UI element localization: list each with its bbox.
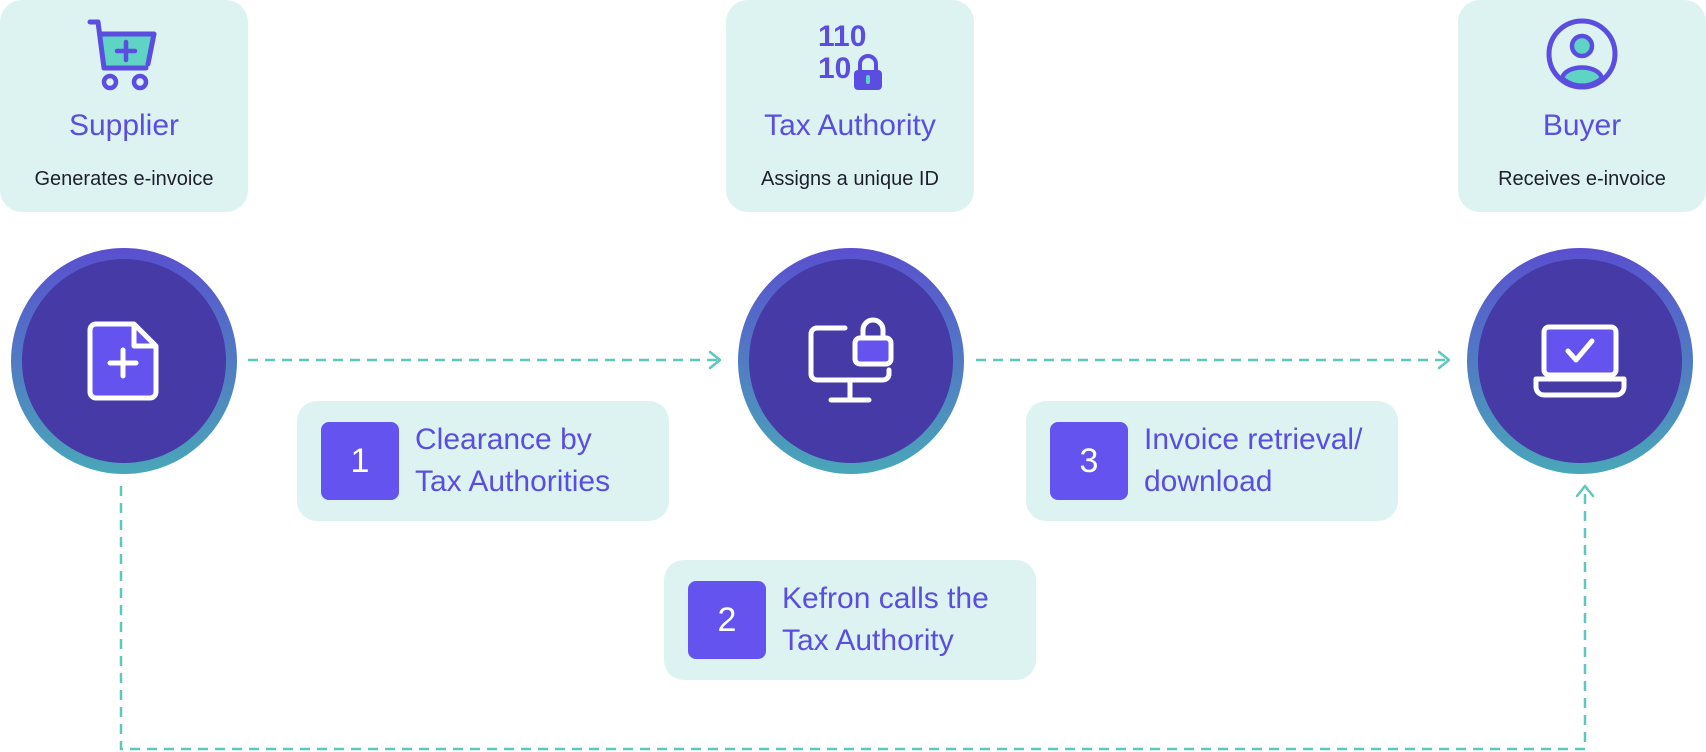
laptop-check-icon <box>1533 324 1627 398</box>
arrow-supplier-to-buyer <box>119 486 1587 751</box>
buyer-card: Buyer Receives e-invoice <box>1458 0 1706 212</box>
step-1-box: 1 Clearance by Tax Authorities <box>297 401 669 521</box>
step-1-label: Clearance by Tax Authorities <box>415 419 659 503</box>
monitor-lock-icon <box>808 317 894 403</box>
supplier-subtitle: Generates e-invoice <box>34 168 214 190</box>
step-3-line-1: Invoice retrieval/ <box>1144 423 1363 456</box>
tax-authority-node <box>738 248 964 474</box>
step-2-badge: 2 <box>688 581 766 659</box>
step-1-line-2: Tax Authorities <box>415 465 611 498</box>
buyer-node <box>1467 248 1693 474</box>
step-1-line-1: Clearance by <box>415 423 592 456</box>
user-circle-icon <box>1458 16 1706 92</box>
supplier-card: Supplier Generates e-invoice <box>0 0 248 212</box>
arrowhead-3 <box>1575 484 1595 498</box>
document-plus-icon <box>87 321 159 401</box>
tax-authority-subtitle: Assigns a unique ID <box>761 168 939 190</box>
binary-top-text: 110 <box>818 20 866 53</box>
buyer-title: Buyer <box>1542 109 1622 142</box>
binary-lock-icon: 110 10 <box>726 16 974 92</box>
step-3-box: 3 Invoice retrieval/ download <box>1026 401 1398 521</box>
arrowhead-1 <box>708 350 722 370</box>
tax-authority-card: 110 10 Tax Authority Assigns a unique ID <box>726 0 974 212</box>
step-2-line-2: Tax Authority <box>782 624 954 657</box>
supplier-node <box>11 248 237 474</box>
cart-plus-icon <box>0 16 248 92</box>
step-2-box: 2 Kefron calls the Tax Authority <box>664 560 1036 680</box>
binary-bottom-text: 10 <box>818 52 851 85</box>
tax-authority-title: Tax Authority <box>764 109 936 142</box>
arrowhead-2 <box>1437 350 1451 370</box>
step-2-label: Kefron calls the Tax Authority <box>782 578 1026 662</box>
step-3-line-2: download <box>1144 465 1273 498</box>
step-3-badge: 3 <box>1050 422 1128 500</box>
supplier-title: Supplier <box>68 109 180 142</box>
step-1-badge: 1 <box>321 422 399 500</box>
buyer-subtitle: Receives e-invoice <box>1498 168 1666 190</box>
step-3-label: Invoice retrieval/ download <box>1144 419 1388 503</box>
step-2-line-1: Kefron calls the <box>782 582 989 615</box>
